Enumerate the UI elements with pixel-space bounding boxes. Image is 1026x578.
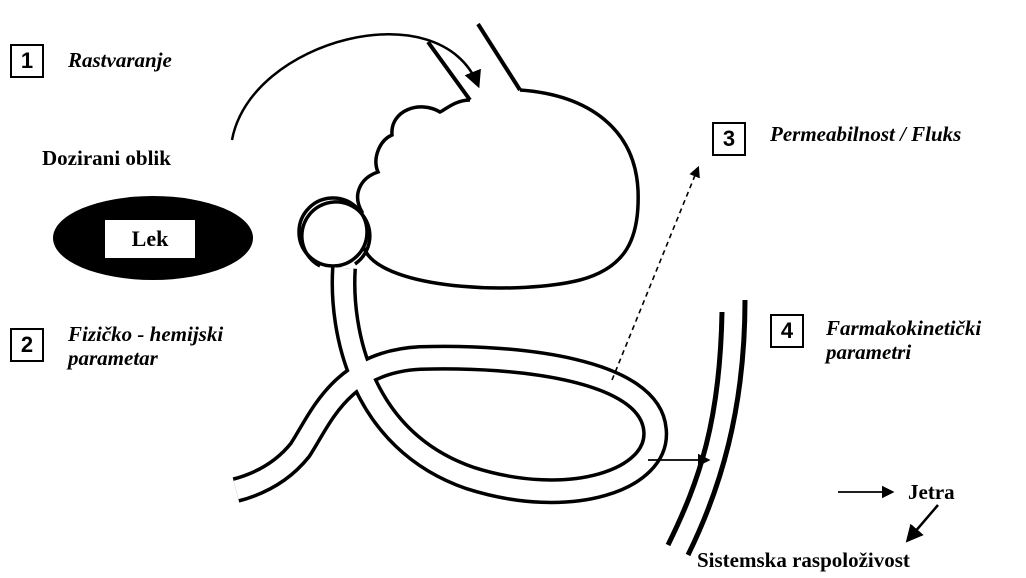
permeability-arrow (612, 168, 698, 380)
drug-label: Lek (132, 226, 169, 252)
membrane-line-outer (668, 312, 722, 545)
step-4-label: Farmakokinetički parametri (826, 316, 981, 364)
stomach-outline (358, 90, 639, 288)
step-2-label-line1: Fizičko - hemijski (68, 322, 223, 346)
step-4-number: 4 (770, 314, 804, 348)
dissolution-arrow (232, 34, 478, 140)
step-2-label: Fizičko - hemijski parametar (68, 322, 223, 370)
step-2-label-line2: parametar (68, 346, 223, 370)
step-1-number: 1 (10, 44, 44, 78)
step-2-number: 2 (10, 328, 44, 362)
step-1-label: Rastvaranje (68, 48, 172, 72)
liver-label: Jetra (908, 480, 955, 505)
step-3-label: Permeabilnost / Fluks (770, 122, 961, 146)
step-3-number: 3 (712, 122, 746, 156)
drug-label-box: Lek (105, 220, 195, 258)
step-4-label-line2: parametri (826, 340, 981, 364)
membrane-line-inner (688, 300, 745, 555)
systemic-arrow (908, 505, 938, 540)
intestine-tube-lumen (236, 268, 655, 491)
esophagus-right-wall (478, 24, 520, 90)
dosage-form-label: Dozirani oblik (42, 146, 171, 171)
systemic-availability-label: Sistemska raspoloživost (697, 548, 910, 573)
step-4-label-line1: Farmakokinetički (826, 316, 981, 340)
